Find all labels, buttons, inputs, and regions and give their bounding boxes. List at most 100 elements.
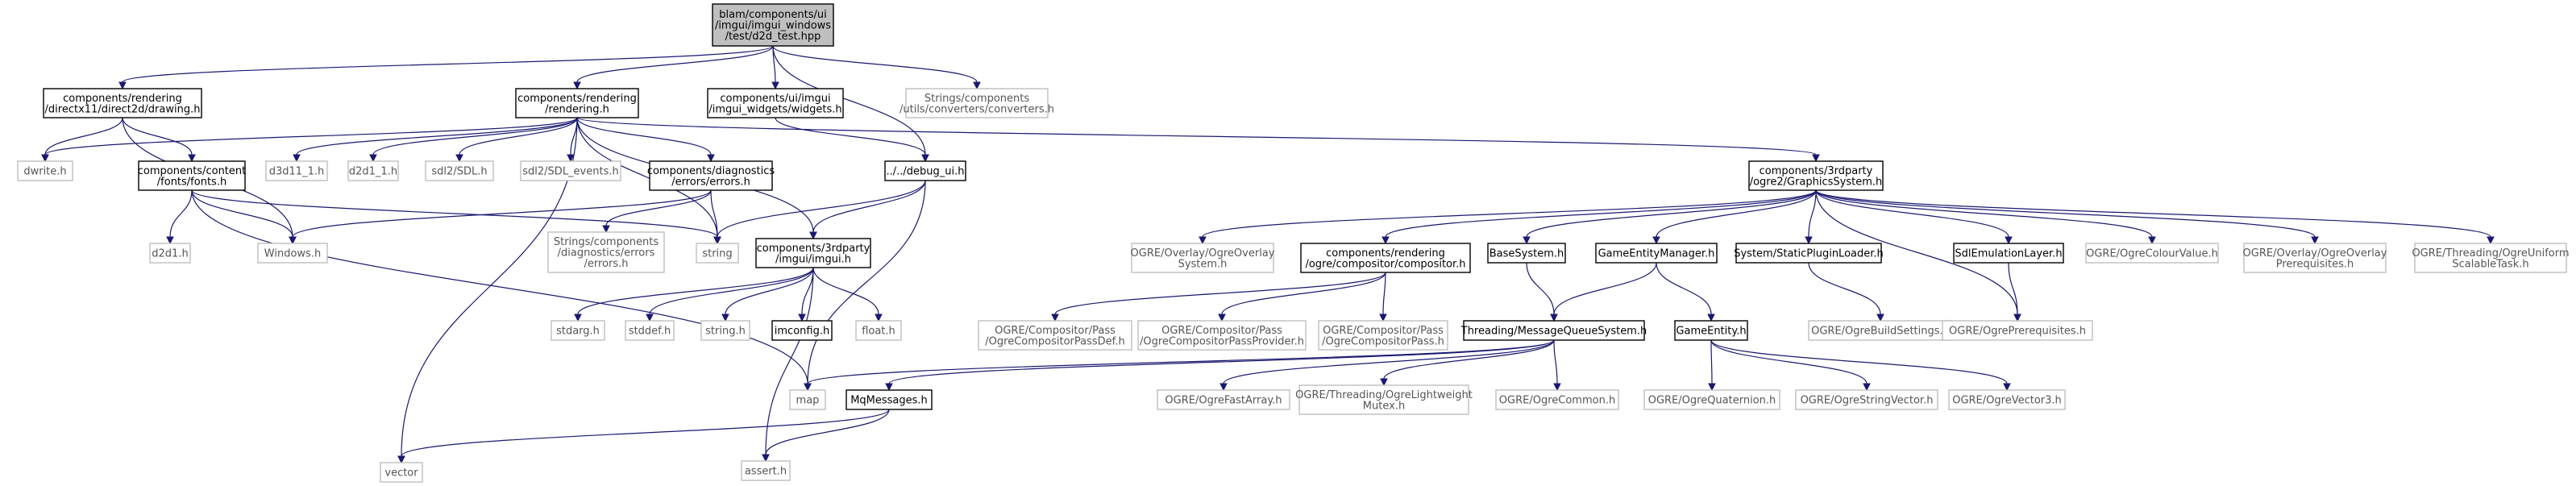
node-drawing[interactable]: components/rendering/directx11/direct2d/… [43,88,202,118]
node-label-line: components/content [138,165,246,177]
edge-line [1815,189,2018,315]
edge-arrowhead [1805,236,1813,245]
node-label-line: BaseSystem.h [1490,248,1564,260]
node-d3d11-1: d3d11_1.h [265,160,328,181]
node-compositor[interactable]: components/rendering/ogre/compositor/com… [1300,243,1471,273]
edge-line [1656,262,1712,315]
node-sdl-events: sdl2/SDL_events.h [520,160,621,181]
edge-arrowhead [397,455,405,464]
node-box [855,320,902,341]
node-label-line: System.h [1178,258,1228,270]
node-box [425,160,494,181]
node-gameentity[interactable]: GameEntity.h [1674,320,1748,341]
edge-root-to-drawing [118,45,774,90]
node-label-line: sdl2/SDL.h [431,166,487,178]
node-errors[interactable]: components/diagnostics/errors/errors.h [647,160,775,191]
node-rendering[interactable]: components/rendering/rendering.h [515,88,639,118]
edge-arrowhead [2311,236,2319,245]
node-label-line: /errors/errors.h [671,176,750,188]
node-imconfig[interactable]: imconfig.h [771,320,833,341]
edge-arrowhead [1380,378,1388,387]
edge-arrowhead [921,154,929,163]
edges-layer [41,45,2495,464]
node-label-line: OGRE/Compositor/Pass [1161,325,1282,337]
edge-line [888,339,1555,384]
node-mqmessages[interactable]: MqMessages.h [846,389,933,410]
node-box [905,88,1049,118]
node-label-line: d3d11_1.h [269,166,324,178]
node-imgui[interactable]: components/3rdparty/imgui/imgui.h [755,238,871,268]
edge-arrowhead [1652,236,1660,245]
node-box [551,320,605,341]
node-dwrite: dwrite.h [17,160,73,181]
edge-line [1223,339,1555,384]
node-label-line: components/rendering [63,93,182,105]
node-label-line: OGRE/Threading/OgreUniform [2412,247,2569,260]
node-str-errors: Strings/components/diagnostics/errors/er… [547,231,665,273]
node-label-line: components/rendering [517,93,637,105]
edge-line [44,117,123,156]
node-box [520,160,621,181]
edge-root-to-rendering [573,45,774,90]
edge-line [2008,262,2018,315]
node-box [1298,384,1469,415]
node-box [846,389,933,410]
edge-arrowhead [2148,236,2156,245]
node-graphics[interactable]: components/3rdparty/ogre2/GraphicsSystem… [1748,160,1884,191]
node-colourvalue: OGRE/OgreColourValue.h [2085,243,2219,264]
edge-line [1710,339,2008,384]
node-box [380,462,423,483]
edge-line [576,117,712,156]
edge-mqs-to-fastarray [1219,339,1555,392]
node-basesystem[interactable]: BaseSystem.h [1487,243,1566,264]
node-label-line: Strings/components [924,93,1029,105]
node-label-line: /rendering.h [545,103,609,115]
node-sdlemu[interactable]: SdlEmulationLayer.h [1953,243,2064,264]
node-mqs[interactable]: Threading/MessageQueueSystem.h [1460,320,1647,341]
edge-line [1526,189,1817,238]
edge-graphics-to-gem [1652,189,1817,245]
edge-line [605,189,712,226]
node-box [712,3,834,47]
node-d2d1-1: d2d1_1.h [347,160,399,181]
node-label-line: Mutex.h [1363,400,1405,412]
node-widgets[interactable]: components/ui/imgui/imgui_widgets/widget… [707,88,844,118]
node-fonts[interactable]: components/content/fonts/fonts.h [138,160,246,191]
edge-line [1815,189,2316,238]
node-label-line: components/3rdparty [757,243,870,255]
node-sdl: sdl2/SDL.h [425,160,494,181]
node-debug-ui[interactable]: ../../debug_ui.h [884,160,966,181]
edge-line [1710,339,1713,384]
edge-arrowhead [1812,154,1820,163]
edge-arrowhead [2003,383,2011,392]
edge-fonts-to-d2d1 [166,189,193,245]
edge-arrowhead [1550,314,1558,322]
edge-gameentity-to-stringvector [1710,339,1871,392]
edge-fonts-to-windows [191,189,297,245]
node-box [884,160,966,181]
node-label-line: /diagnostics/errors [558,247,655,260]
node-box [1735,243,1882,264]
edge-rendering-to-errors [576,117,715,163]
edge-line [459,117,578,156]
edge-arrowhead [1876,314,1884,322]
node-label-line: /OgreCompositorPassDef.h [985,335,1124,347]
edge-errors-to-str-errors [602,189,712,234]
node-string: string [696,243,739,264]
node-root[interactable]: blam/components/ui/imgui/imgui_windows/t… [712,3,834,47]
edge-rendering-to-sdl [455,117,578,163]
node-d2d1: d2d1.h [149,243,191,264]
edge-line [576,45,774,83]
node-box [707,88,844,118]
edge-mqmessages-to-assert [762,409,890,463]
node-box [649,160,773,191]
edge-graphics-to-uniform [1815,189,2495,245]
edge-gameentity-to-vector3 [1710,339,2011,392]
edge-arrowhead [798,314,806,322]
edge-line [296,117,578,156]
node-spl[interactable]: System/StaticPluginLoader.h [1734,243,1884,264]
node-gem[interactable]: GameEntityManager.h [1595,243,1718,264]
node-label-line: sdl2/SDL_events.h [522,166,618,178]
node-box [347,160,399,181]
